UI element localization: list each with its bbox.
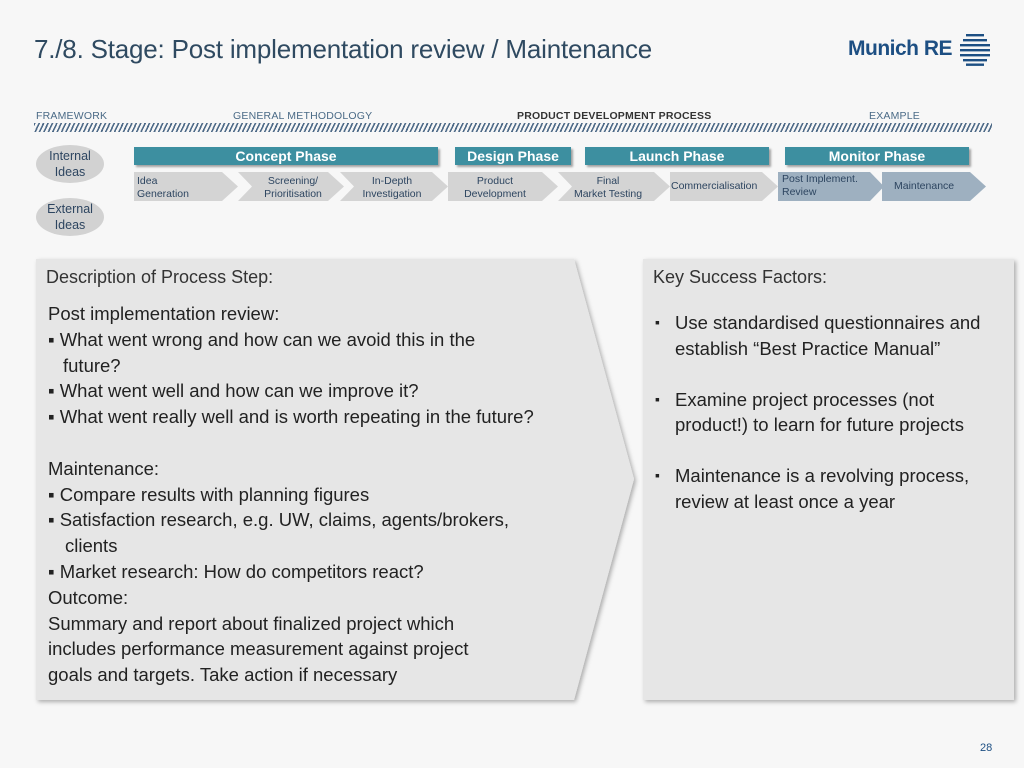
description-body: Post implementation review: ▪ What went …: [48, 301, 623, 688]
step-commercialisation: Commercialisation: [670, 172, 778, 201]
logo-mark-icon: [960, 34, 990, 66]
step-screening-label: Screening/Prioritisation: [264, 175, 322, 200]
step-commercialisation-label: Commercialisation: [671, 180, 758, 192]
nav-general-methodology[interactable]: GENERAL METHODOLOGY: [233, 110, 373, 122]
nav-example[interactable]: EXAMPLE: [869, 110, 921, 122]
review-bullet-1-cont: future?: [63, 354, 121, 376]
review-bullet-3: ▪ What went really well and is worth rep…: [48, 406, 534, 428]
review-title: Post implementation review:: [48, 303, 280, 324]
outcome-line-1: Summary and report about finalized proje…: [48, 612, 455, 634]
hatched-divider: [34, 123, 992, 132]
step-maintenance-label: Maintenance: [894, 180, 955, 192]
maintenance-bullet-3: ▪ Market research: How do competitors re…: [48, 560, 424, 582]
nav-framework[interactable]: FRAMEWORK: [36, 110, 108, 122]
internal-ideas-label: Internal Ideas: [49, 149, 91, 179]
monitor-phase-bar: Monitor Phase: [785, 147, 969, 165]
page-number: 28: [980, 742, 993, 754]
step-post-implement-review-label: Post Implement.Review: [782, 173, 858, 198]
key-success-factor-3: Maintenance is a revolving process, revi…: [652, 463, 982, 515]
maintenance-title: Maintenance:: [48, 457, 160, 479]
logo-text: Munich RE: [848, 37, 953, 60]
nav-product-development-process[interactable]: PRODUCT DEVELOPMENT PROCESS: [517, 110, 712, 122]
outcome-title: Outcome:: [48, 586, 129, 608]
outcome-line-2: includes performance measurement against…: [48, 638, 469, 660]
key-success-heading: Key Success Factors:: [653, 267, 828, 287]
slide-title: 7./8. Stage: Post implementation review …: [34, 34, 653, 64]
key-success-factor-2: Examine project processes (not product!)…: [652, 387, 982, 439]
outcome-line-3: goals and targets. Take action if necess…: [48, 664, 398, 686]
concept-phase-bar: Concept Phase: [134, 147, 438, 165]
internal-ideas-oval: Internal Ideas: [36, 145, 104, 183]
external-ideas-oval: External Ideas: [36, 198, 104, 236]
maintenance-bullet-2-cont: clients: [65, 535, 118, 557]
key-success-factor-1: Use standardised questionnaires and esta…: [652, 310, 982, 362]
step-screening: Screening/Prioritisation: [238, 172, 344, 201]
review-bullet-2: ▪ What went well and how can we improve …: [48, 380, 419, 402]
review-bullet-1: ▪ What went wrong and how can we avoid t…: [48, 328, 476, 350]
external-ideas-label: External Ideas: [47, 202, 93, 232]
launch-phase-bar: Launch Phase: [585, 147, 769, 165]
key-success-list: Use standardised questionnaires and esta…: [652, 310, 982, 540]
description-heading: Description of Process Step:: [46, 267, 274, 287]
maintenance-bullet-1: ▪ Compare results with planning figures: [48, 483, 370, 505]
maintenance-bullet-2: ▪ Satisfaction research, e.g. UW, claims…: [48, 509, 510, 531]
step-post-implement-review: Post Implement.Review: [778, 172, 884, 201]
design-phase-bar: Design Phase: [455, 147, 571, 165]
munich-re-logo: Munich RE: [848, 32, 992, 66]
step-maintenance: Maintenance: [882, 172, 988, 201]
